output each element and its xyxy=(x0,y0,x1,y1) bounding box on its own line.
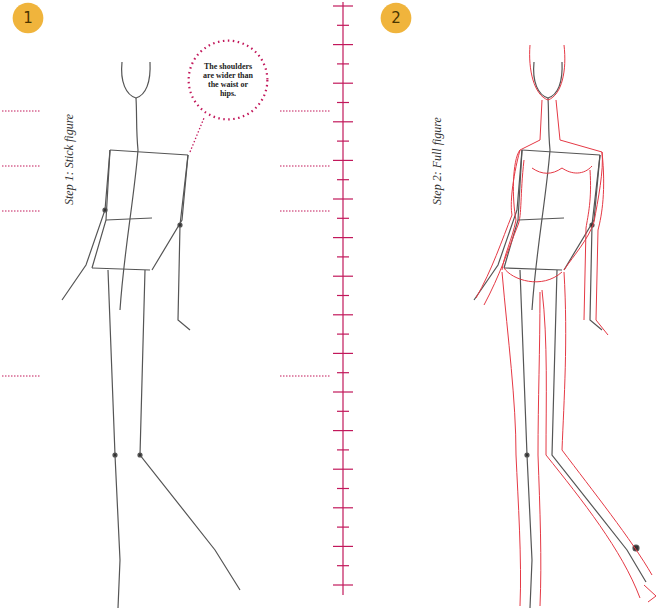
step-number-text: 2 xyxy=(391,9,401,27)
step-label: Step 1: Stick figure xyxy=(62,114,77,205)
guide-figure xyxy=(474,62,646,608)
measure-ruler xyxy=(333,2,353,595)
step-number: 2 xyxy=(380,2,412,34)
step-label: Step 2: Full figure xyxy=(430,117,445,205)
step-number-text: 1 xyxy=(23,9,33,27)
step-number: 1 xyxy=(12,2,44,34)
callout-text: The shoulders are wider than the waist o… xyxy=(187,62,269,99)
guide-lines xyxy=(2,111,330,376)
callout-circle: The shoulders are wider than the waist o… xyxy=(187,39,269,121)
stick-figure xyxy=(62,62,240,608)
full-figure-outline xyxy=(476,45,656,606)
